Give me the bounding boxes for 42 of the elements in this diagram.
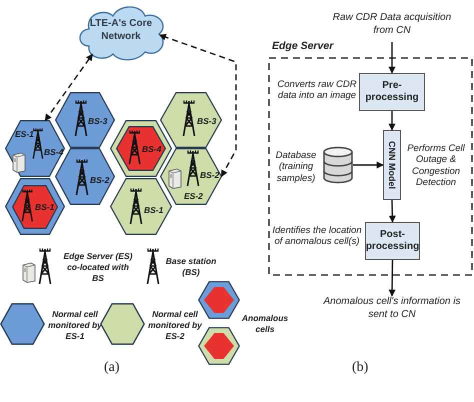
cell-label: BS-3 xyxy=(197,116,216,126)
legend-label: Normal cell monitored by ES-2 xyxy=(147,309,203,342)
arrow xyxy=(388,42,396,74)
cell-label: BS-2 xyxy=(200,170,220,180)
arrow xyxy=(388,111,396,131)
annotation-text: Anomalous cell's information is sent to CN xyxy=(322,296,462,321)
annotation-text: Converts raw CDR data into an image xyxy=(276,79,358,102)
legend-label: Base station (BS) xyxy=(164,256,218,278)
legend-label: Anomalous cells xyxy=(240,313,290,336)
panel-label: (a) xyxy=(104,360,120,376)
arrow xyxy=(44,54,94,122)
annotation-text: Database (training samples) xyxy=(274,150,318,184)
cell-hexagon xyxy=(160,92,222,148)
arrow xyxy=(158,34,237,178)
cell-hexagon xyxy=(5,178,65,235)
arrow xyxy=(388,260,396,297)
cell-hexagon xyxy=(110,178,172,235)
cell-label: BS-1 xyxy=(144,205,164,215)
box-label: Pre-processing xyxy=(364,79,420,105)
box-label: Post-processing xyxy=(366,228,419,254)
cell-label: BS-1 xyxy=(35,202,54,212)
annotation-text: Raw CDR Data acquisition from CN xyxy=(332,12,452,37)
arrow xyxy=(388,200,396,223)
arrow xyxy=(353,162,384,168)
box-label: CNN Model xyxy=(386,140,398,191)
cell-label: BS-3 xyxy=(88,116,108,126)
anomalous-cell-hexagon xyxy=(12,185,58,229)
group-heading: Edge Server xyxy=(272,40,334,52)
cell-hexagon xyxy=(160,148,222,205)
annotation-text: Performs Cell Outage & Congestion Detection xyxy=(406,143,466,189)
cell-hexagon xyxy=(5,120,65,177)
legend-label: Edge Server (ES) co-located with BS xyxy=(62,251,134,284)
cloud-label: LTE-A's Core Network xyxy=(88,18,154,43)
cell-label: BS-2 xyxy=(90,175,110,185)
annotation-text: Identifies the location of anomalous cell(s) xyxy=(272,225,362,248)
cell-label: ES-1 xyxy=(15,129,34,139)
cell-hexagon xyxy=(110,120,172,177)
panel-label: (b) xyxy=(352,360,368,376)
cell-label: BS-4 xyxy=(142,144,162,154)
anomalous-cell-hexagon xyxy=(116,126,166,171)
cell-hexagon xyxy=(55,92,115,148)
cell-label: ES-2 xyxy=(184,191,203,201)
